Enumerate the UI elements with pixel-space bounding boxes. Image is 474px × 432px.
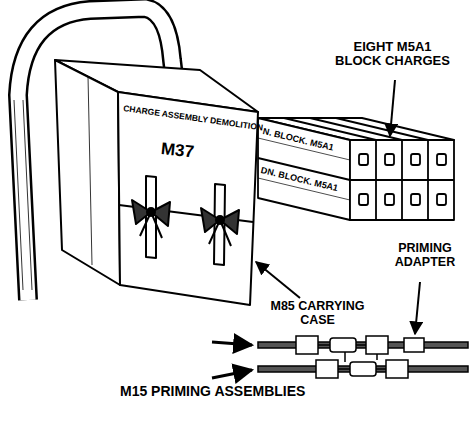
tie-knot <box>216 216 224 224</box>
block-hole <box>411 154 420 165</box>
block-hole <box>359 194 368 205</box>
priming-link <box>386 360 408 378</box>
priming-link <box>366 336 388 354</box>
case-side <box>55 60 120 285</box>
part-label: M15 PRIMING ASSEMBLIES <box>120 384 450 399</box>
leader-arrow <box>212 370 252 378</box>
block-hole <box>359 154 368 165</box>
tie-bow <box>132 200 170 238</box>
block-hole <box>385 154 394 165</box>
leader-arrow <box>415 282 420 334</box>
block-hole <box>385 194 394 205</box>
part-label: PRIMING ADAPTER <box>380 242 470 270</box>
tie-bow <box>201 208 239 246</box>
block-hole <box>411 194 420 205</box>
block-hole <box>437 154 446 165</box>
priming-assemblies <box>258 336 468 378</box>
block-divider <box>258 140 454 220</box>
priming-adapter <box>404 338 424 352</box>
link-joint <box>318 345 386 369</box>
priming-link <box>316 360 338 378</box>
priming-link <box>296 336 318 354</box>
block-charges <box>258 118 454 220</box>
block-hole <box>437 194 446 205</box>
leader-arrow <box>390 80 395 136</box>
part-label: EIGHT M5A1 BLOCK CHARGES <box>330 40 455 69</box>
part-label: M85 CARRYING CASE <box>255 300 380 328</box>
priming-link <box>330 338 356 352</box>
link-joint <box>345 352 377 362</box>
leader-arrow <box>256 262 300 298</box>
tie-knot <box>147 208 155 216</box>
carrying-case <box>55 60 258 305</box>
buckle-strap <box>146 176 156 258</box>
strap-stitch <box>14 100 32 290</box>
priming-link <box>350 362 376 376</box>
case-seam <box>88 76 92 265</box>
leader-arrow <box>212 342 252 345</box>
